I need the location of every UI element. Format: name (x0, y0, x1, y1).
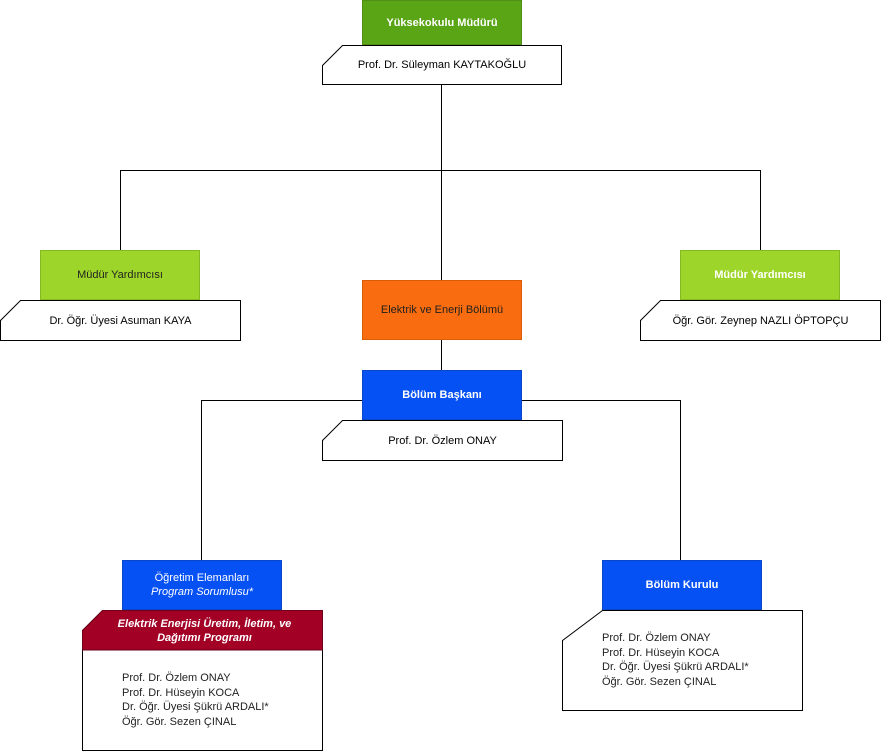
head-title-box: Bölüm Başkanı (362, 370, 522, 420)
faculty-member: Prof. Dr. Özlem ONAY (122, 672, 231, 684)
council-member: Dr. Öğr. Üyesi Şükrü ARDALI* (602, 661, 749, 673)
deputy-left-name: Dr. Öğr. Üyesi Asuman KAYA (49, 314, 192, 327)
head-name: Prof. Dr. Özlem ONAY (388, 434, 497, 447)
faculty-member-list: Prof. Dr. Özlem ONAY Prof. Dr. Hüseyin K… (122, 671, 269, 729)
faculty-title: Öğretim Elemanları (154, 572, 250, 584)
program-name: Elektrik Enerjisi Üretim, İletim, ve Dağ… (92, 614, 317, 648)
program-name-line2: Dağıtımı Programı (157, 632, 252, 644)
deputy-left-title: Müdür Yardımcısı (77, 269, 163, 281)
deputy-right-name: Öğr. Gör. Zeynep NAZLI ÖPTOPÇU (672, 314, 849, 327)
department-box: Elektrik ve Enerji Bölümü (362, 280, 522, 340)
council-member: Prof. Dr. Özlem ONAY (602, 632, 711, 644)
head-title: Bölüm Başkanı (402, 389, 482, 401)
faculty-member: Prof. Dr. Hüseyin KOCA (122, 686, 240, 699)
faculty-subtitle: Program Sorumlusu* (150, 586, 254, 598)
director-name: Prof. Dr. Süleyman KAYTAKOĞLU (357, 59, 527, 71)
faculty-title-box: Öğretim Elemanları Program Sorumlusu* (122, 560, 282, 610)
deputy-left-title-box: Müdür Yardımcısı (40, 250, 200, 300)
head-name-card: Prof. Dr. Özlem ONAY (322, 420, 563, 461)
council-title-box: Bölüm Kurulu (602, 560, 762, 610)
council-member-list: Prof. Dr. Özlem ONAY Prof. Dr. Hüseyin K… (602, 631, 749, 689)
council-title: Bölüm Kurulu (645, 579, 719, 591)
council-member: Öğr. Gör. Sezen ÇINAL (602, 675, 717, 688)
program-banner (82, 610, 323, 651)
department-title: Elektrik ve Enerji Bölümü (380, 304, 504, 316)
council-card: Prof. Dr. Özlem ONAY Prof. Dr. Hüseyin K… (562, 610, 803, 711)
program-name-line1: Elektrik Enerjisi Üretim, İletim, ve (117, 618, 292, 630)
faculty-member: Öğr. Gör. Sezen ÇINAL (122, 715, 237, 728)
director-title: Yüksekokulu Müdürü (386, 16, 498, 29)
director-title-box: Yüksekokulu Müdürü (362, 0, 522, 45)
faculty-member: Dr. Öğr. Üyesi Şükrü ARDALI* (122, 701, 269, 713)
deputy-left-name-card: Dr. Öğr. Üyesi Asuman KAYA (0, 300, 241, 341)
council-member: Prof. Dr. Hüseyin KOCA (602, 646, 720, 659)
deputy-right-title: Müdür Yardımcısı (714, 269, 806, 281)
director-name-card: Prof. Dr. Süleyman KAYTAKOĞLU (322, 45, 562, 85)
faculty-card: Elektrik Enerjisi Üretim, İletim, ve Dağ… (82, 610, 323, 751)
deputy-right-title-box: Müdür Yardımcısı (680, 250, 840, 300)
deputy-right-name-card: Öğr. Gör. Zeynep NAZLI ÖPTOPÇU (640, 300, 881, 341)
